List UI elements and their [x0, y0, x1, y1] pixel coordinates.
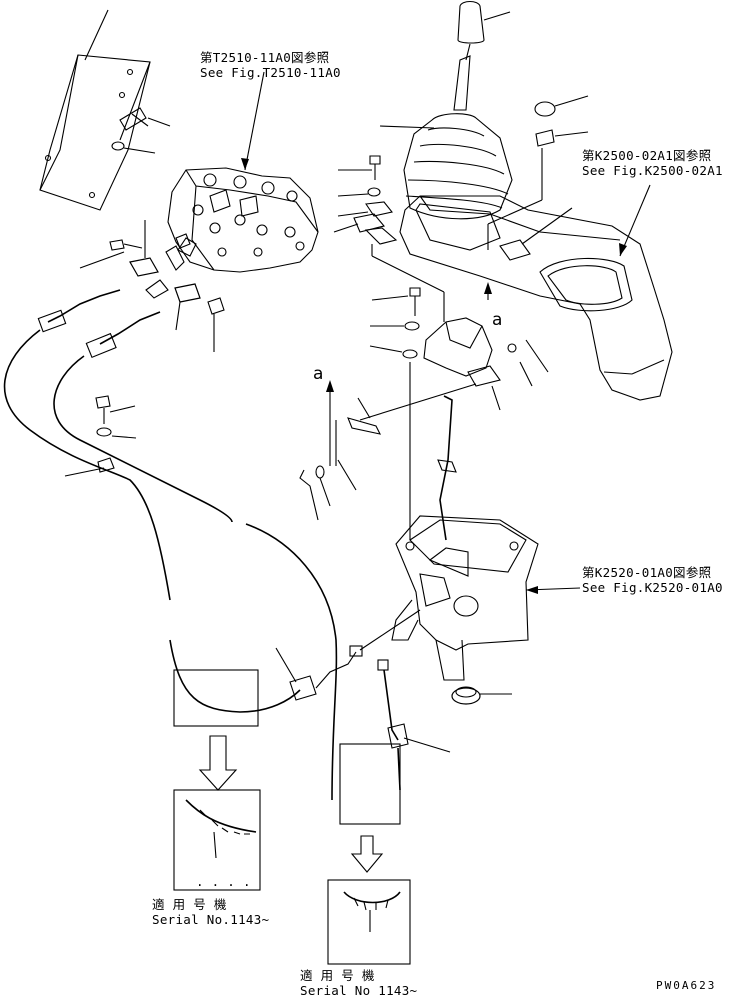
serial-note-left-jp: 適 用 号 機	[152, 897, 227, 912]
bolt-mid-left	[95, 395, 112, 437]
detail-box-left	[173, 669, 259, 727]
serial-note-right-en: Serial No 1143~	[300, 983, 418, 998]
grommet	[451, 686, 481, 705]
serial-note-right-jp: 適 用 号 機	[300, 968, 375, 983]
lever-boot	[403, 113, 513, 220]
ref-t2510-en: See Fig.T2510-11A0	[200, 65, 341, 80]
link-pin	[315, 380, 382, 479]
ellipsis-dots: . . . .	[196, 874, 251, 889]
ref-t2510-jp: 第T2510-11A0図参照	[200, 50, 330, 65]
knob-cap	[534, 101, 556, 147]
bolt-upper-center	[353, 155, 398, 245]
ref-k2520-jp: 第K2520-01A0図参照	[582, 565, 712, 580]
cable-end-right	[377, 659, 409, 791]
leader-bracket	[84, 9, 109, 61]
ref-k2500-jp: 第K2500-02A1図参照	[582, 148, 712, 163]
control-lever-knob	[453, 0, 485, 111]
serial-note-left-en: Serial No.1143~	[152, 912, 270, 927]
enlarged-view-left	[173, 789, 261, 891]
control-valve	[167, 167, 319, 273]
view-marker-a-right: a	[492, 310, 503, 330]
bolt-upper-left	[111, 107, 149, 151]
console-cover	[399, 195, 673, 401]
arrow-down-right	[350, 835, 384, 873]
cable-enlarged-left	[185, 799, 257, 833]
mounting-bracket	[39, 54, 151, 211]
view-marker-a-left: a	[313, 364, 324, 384]
lever-housing	[391, 515, 539, 681]
serial-note-left: 適 用 号 機 Serial No.1143~	[152, 897, 269, 927]
cable-clamp	[97, 457, 115, 473]
ref-k2500-en: See Fig.K2500-02A1	[582, 163, 723, 178]
ref-k2520-en: See Fig.K2520-01A0	[582, 580, 723, 595]
leader-ref-t2510	[244, 71, 265, 171]
ref-label-k2520: 第K2520-01A0図参照 See Fig.K2520-01A0	[582, 565, 723, 595]
arrow-down-left	[198, 735, 238, 791]
shift-lever-rod	[437, 395, 457, 541]
cable-assembly-1	[3, 289, 301, 713]
leader-ref-k2500	[619, 184, 651, 257]
detail-box-right	[339, 743, 401, 825]
enlarged-view-right	[327, 879, 411, 965]
serial-note-right: 適 用 号 機 Serial No 1143~	[300, 968, 417, 998]
cable-assembly-2	[53, 311, 338, 801]
pin-joint-upper	[109, 233, 225, 325]
ref-label-t2510: 第T2510-11A0図参照 See Fig.T2510-11A0	[200, 50, 341, 80]
cable-enlarged-right	[343, 891, 401, 904]
cable-end-connector	[289, 609, 421, 701]
drawing-code: PW0A623	[656, 979, 717, 992]
lever-bracket	[402, 287, 517, 387]
ref-label-k2500: 第K2500-02A1図参照 See Fig.K2500-02A1	[582, 148, 723, 178]
